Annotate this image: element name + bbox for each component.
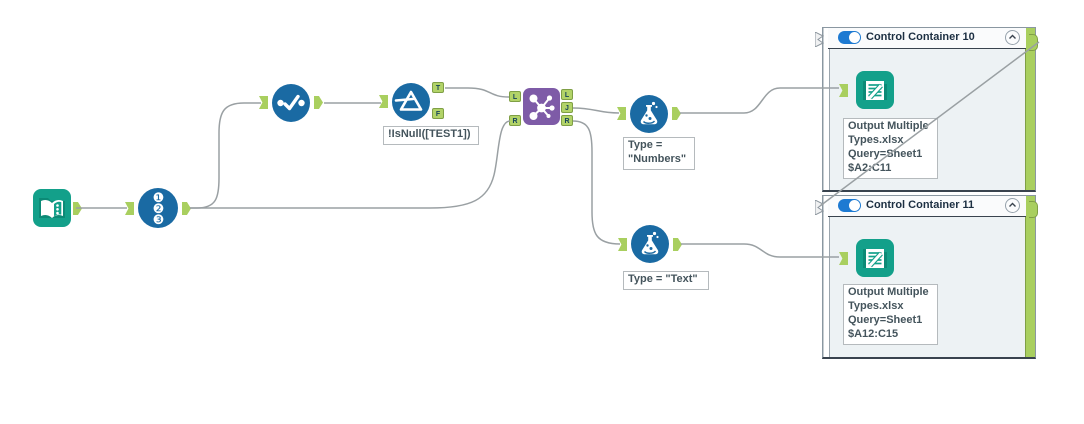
unique-input-anchor[interactable] (259, 96, 268, 109)
join-network-icon (529, 94, 555, 120)
wire-recordid-to-unique (190, 102, 261, 209)
control-container-10[interactable]: Control Container 10 Outp (814, 27, 1038, 192)
container-left-rail (823, 28, 830, 190)
input-data-icon (39, 198, 65, 218)
chevron-up-icon (1009, 34, 1016, 39)
container-output-bar (1025, 196, 1035, 357)
chevron-up-icon (1009, 202, 1016, 207)
wire-formula2-to-container11 (681, 243, 839, 258)
formula-flask-icon (641, 231, 659, 255)
formula-flask-icon (640, 101, 658, 125)
wire-filter-t-to-join-l (445, 87, 510, 98)
output-data-input-anchor[interactable] (839, 252, 848, 265)
filter-false-anchor[interactable]: F (432, 108, 444, 119)
output-data-input-anchor[interactable] (839, 84, 848, 97)
container-output-bar (1025, 28, 1035, 190)
toggle-knob-icon (849, 32, 860, 43)
tool-annotation[interactable]: Output Multiple Types.xlsx Query=Sheet1 … (843, 284, 938, 345)
output-data-icon (863, 81, 887, 100)
formula1-annotation[interactable]: Type = "Numbers" (623, 137, 695, 170)
record-id-icon: ❶❷❸ (152, 190, 165, 227)
container-title: Control Container 10 (866, 31, 975, 43)
unique-output-anchor[interactable] (314, 96, 323, 109)
wire-formula1-to-container10 (680, 87, 839, 114)
unique-tool[interactable] (272, 84, 310, 122)
filter-annotation[interactable]: !IsNull([TEST1]) (383, 126, 479, 145)
collapse-button[interactable] (1005, 30, 1020, 45)
wire-join-j-to-formula1 (572, 107, 620, 114)
input-data-tool[interactable] (33, 189, 71, 227)
container-output-anchor[interactable] (1029, 34, 1038, 51)
collapse-button[interactable] (1005, 198, 1020, 213)
container-header[interactable]: Control Container 10 (828, 28, 1026, 49)
enable-toggle[interactable] (838, 199, 861, 212)
record-id-tool[interactable]: ❶❷❸ (138, 188, 178, 228)
filter-true-anchor[interactable]: T (432, 82, 444, 93)
filter-tool[interactable] (392, 83, 430, 121)
tool-annotation[interactable]: Output Multiple Types.xlsx Query=Sheet1 … (843, 118, 938, 179)
join-input-right-anchor[interactable]: R (509, 115, 521, 126)
container-input-anchor[interactable] (814, 31, 824, 48)
output-data-tool[interactable] (856, 71, 894, 109)
wire-join-r-to-formula2 (572, 120, 621, 245)
container-header[interactable]: Control Container 11 (828, 196, 1026, 217)
unique-check-icon (277, 94, 305, 111)
formula1-input-anchor[interactable] (617, 107, 626, 120)
record-id-output-anchor[interactable] (182, 202, 191, 215)
formula2-annotation[interactable]: Type = "Text" (623, 271, 709, 290)
join-output-join-anchor[interactable]: J (561, 102, 573, 113)
join-output-left-anchor[interactable]: L (561, 89, 573, 100)
toggle-knob-icon (849, 200, 860, 211)
join-input-left-anchor[interactable]: L (509, 91, 521, 102)
formula2-output-anchor[interactable] (673, 238, 682, 251)
record-id-input-anchor[interactable] (125, 202, 134, 215)
filter-input-anchor[interactable] (379, 95, 388, 108)
join-tool[interactable] (523, 88, 560, 125)
output-data-icon (863, 249, 887, 268)
container-output-anchor[interactable] (1029, 201, 1038, 218)
container-title: Control Container 11 (866, 199, 975, 211)
formula1-output-anchor[interactable] (672, 107, 681, 120)
formula-tool-numbers[interactable] (630, 95, 668, 133)
container-input-anchor[interactable] (814, 199, 824, 216)
enable-toggle[interactable] (838, 31, 861, 44)
formula-tool-text[interactable] (631, 225, 669, 263)
container-left-rail (823, 196, 830, 357)
input-data-output-anchor[interactable] (73, 202, 82, 215)
output-data-tool[interactable] (856, 239, 894, 277)
join-output-right-anchor[interactable]: R (561, 115, 573, 126)
filter-funnel-icon (394, 90, 423, 111)
control-container-11[interactable]: Control Container 11 Outp (814, 195, 1038, 359)
formula2-input-anchor[interactable] (618, 238, 627, 251)
